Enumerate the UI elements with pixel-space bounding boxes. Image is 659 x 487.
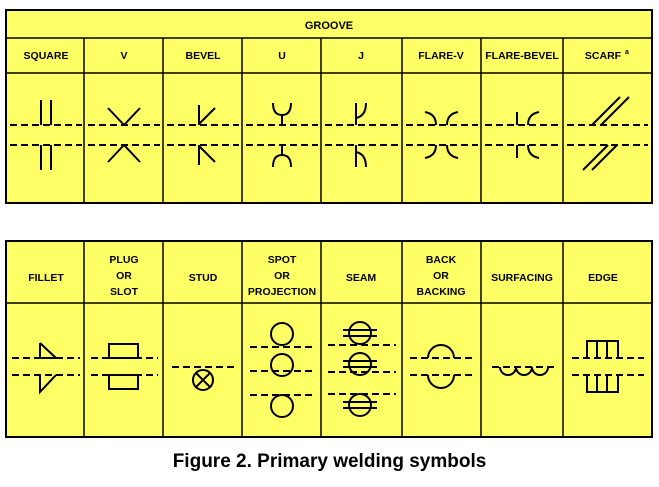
j-groove-weld-icon <box>325 102 398 168</box>
seam-weld-icon <box>328 321 396 417</box>
other-label-back-1: BACK <box>426 254 457 266</box>
bevel-groove-weld-icon <box>167 105 239 165</box>
other-label-spot-1: SPOT <box>268 254 297 266</box>
groove-label-bevel: BEVEL <box>185 50 221 62</box>
other-welds-table: FILLET PLUG OR SLOT STUD SPOT OR PROJECT… <box>5 240 653 438</box>
groove-label-square: SQUARE <box>24 50 69 62</box>
other-label-back-3: BACKING <box>417 286 466 298</box>
groove-label-flare-bevel: FLARE-BEVEL <box>485 50 559 62</box>
other-label-stud: STUD <box>189 272 218 284</box>
surfacing-weld-icon <box>492 366 554 376</box>
groove-panel <box>5 9 653 204</box>
other-label-back-2: OR <box>433 270 449 282</box>
other-label-surfacing: SURFACING <box>491 272 553 284</box>
spot-projection-weld-icon <box>250 322 316 418</box>
groove-label-scarf: SCARF <box>585 50 622 62</box>
fillet-weld-icon <box>12 342 80 395</box>
other-label-plug-2: OR <box>116 270 132 282</box>
flare-bevel-groove-weld-icon <box>485 111 559 159</box>
groove-label-u: U <box>278 50 286 62</box>
u-groove-weld-icon <box>246 102 318 168</box>
square-groove-weld-icon <box>10 100 82 170</box>
groove-table: GROOVE SQUARE V BEVEL U J FLARE-V FLARE-… <box>5 9 653 204</box>
other-label-plug-1: PLUG <box>109 254 138 266</box>
groove-label-j: J <box>358 50 364 62</box>
other-label-fillet: FILLET <box>28 272 64 284</box>
stud-weld-icon <box>172 366 234 391</box>
groove-label-flare-v: FLARE-V <box>418 50 464 62</box>
groove-label-scarf-superscript: a <box>625 49 629 56</box>
groove-header: GROOVE <box>305 20 353 32</box>
back-backing-weld-icon <box>410 344 474 389</box>
figure-caption: Figure 2. Primary welding symbols <box>172 451 487 472</box>
other-label-spot-2: OR <box>274 270 290 282</box>
scarf-groove-weld-icon <box>567 96 648 171</box>
v-groove-weld-icon <box>88 107 160 163</box>
edge-weld-icon <box>572 340 644 393</box>
other-label-edge: EDGE <box>588 272 618 284</box>
flare-v-groove-weld-icon <box>406 111 478 159</box>
plug-slot-weld-icon <box>91 343 158 390</box>
other-label-spot-3: PROJECTION <box>248 286 316 298</box>
other-welds-panel <box>5 240 653 438</box>
other-label-seam: SEAM <box>346 272 377 284</box>
groove-label-v: V <box>120 50 127 62</box>
other-label-plug-3: SLOT <box>110 286 139 298</box>
